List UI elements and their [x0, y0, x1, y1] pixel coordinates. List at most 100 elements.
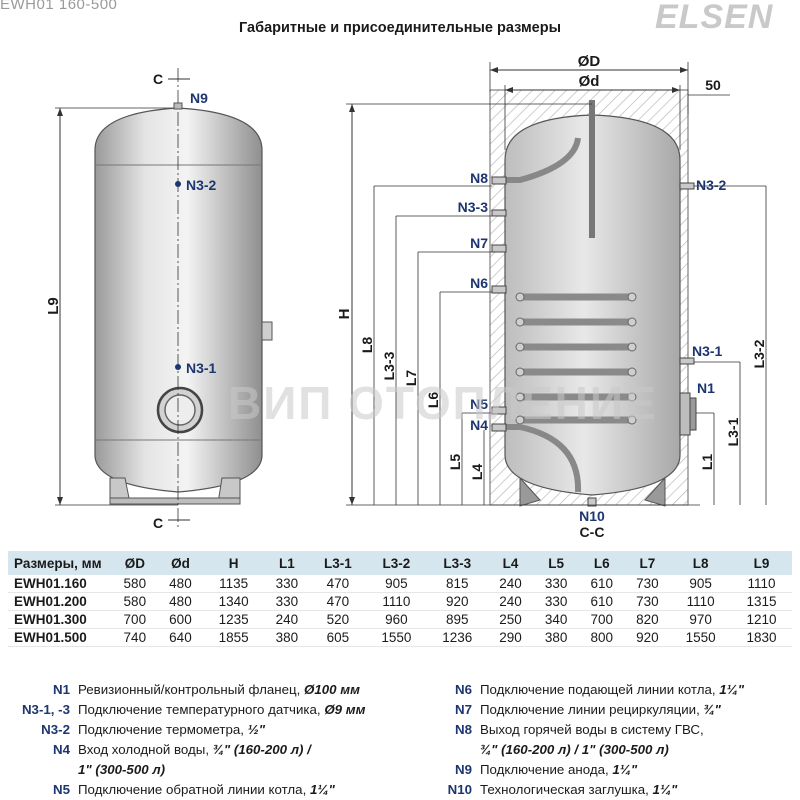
column-header: L5: [533, 551, 579, 575]
table-cell: 1550: [670, 628, 732, 647]
table-cell: 240: [264, 610, 310, 629]
table-cell: 640: [157, 628, 204, 647]
table-cell: 1315: [731, 592, 792, 611]
legend-text: Подключение подающей линии котла,: [480, 682, 720, 697]
legend-code: N8: [455, 722, 472, 737]
table-cell: 960: [365, 610, 427, 629]
legend-spec: 1¼": [652, 782, 678, 797]
table-cell: 1235: [203, 610, 265, 629]
table-cell: 470: [309, 592, 366, 611]
n3-1-label-right: N3-1: [692, 343, 723, 359]
table-cell: 610: [578, 575, 625, 593]
table-cell: 700: [112, 610, 158, 629]
n7-label: N7: [470, 235, 488, 251]
table-row: EWH01.200 580 480 1340 330 470 1110 920 …: [8, 592, 792, 611]
table-cell: 1855: [203, 628, 265, 647]
column-header: L3-2: [365, 551, 427, 575]
dimensions-table: Размеры, мм ØD Ød H L1 L3-1 L3-2 L3-3 L4…: [8, 551, 792, 647]
table-cell: 895: [426, 610, 488, 629]
section-cc-label: C-C: [580, 524, 605, 540]
table-cell: 1236: [426, 628, 488, 647]
column-header: L6: [578, 551, 625, 575]
dim-l1-label: L1: [699, 454, 715, 471]
legend-code: [434, 740, 480, 760]
table-cell: 250: [487, 610, 534, 629]
legend-code: [12, 760, 78, 780]
table-cell: 1110: [731, 575, 792, 593]
legend-text: Вход холодной воды,: [78, 742, 213, 757]
left-tank-view: L9 C C N9 N3-2 N3-1: [45, 68, 273, 531]
n6-label: N6: [470, 275, 488, 291]
right-section-view: ØD Ød 50 H L8 L3-3 L7 L6 L5 L4 L3-: [336, 53, 767, 540]
section-mark-top: C: [153, 71, 163, 87]
legend-item: N1 Ревизионный/контрольный фланец, Ø100 …: [12, 680, 442, 700]
legend-code: N7: [455, 702, 472, 717]
dim-l3-1-label: L3-1: [725, 417, 741, 446]
legend-spec: ¾" (160-200 л) /: [212, 742, 311, 757]
column-header: L8: [670, 551, 732, 575]
n1-label: N1: [697, 380, 715, 396]
table-cell: 1135: [203, 575, 265, 593]
dim-l3-2-label: L3-2: [751, 339, 767, 368]
table-cell: 580: [112, 575, 158, 593]
technical-drawing: L9 C C N9 N3-2 N3-1: [45, 53, 767, 540]
column-header: L3-1: [309, 551, 366, 575]
table-cell: 240: [487, 592, 534, 611]
legend-item: N10 Технологическая заглушка, 1¼": [434, 780, 800, 800]
legend-spec: 1¼": [719, 682, 745, 697]
legend-spec: 1¼": [309, 782, 335, 797]
legend-item: N5 Подключение обратной линии котла, 1¼": [12, 780, 442, 800]
legend-text: Подключение обратной линии котла,: [78, 782, 310, 797]
n3-3-label: N3-3: [458, 199, 489, 215]
legend-item: N7 Подключение линии рециркуляции, ¾": [434, 700, 800, 720]
legend-text: Технологическая заглушка,: [480, 782, 653, 797]
page-title: Габаритные и присоединительные размеры: [239, 20, 561, 36]
table-cell: 380: [264, 628, 310, 647]
table-header-row: Размеры, мм ØD Ød H L1 L3-1 L3-2 L3-3 L4…: [8, 551, 792, 575]
table-cell: 920: [624, 628, 671, 647]
table-cell: 330: [264, 592, 310, 611]
table-cell: 1110: [365, 592, 427, 611]
legend-spec: ½": [247, 722, 266, 737]
table-cell: 1830: [731, 628, 792, 647]
dim-od-inner: Ød: [579, 73, 600, 90]
dim-od-outer: ØD: [578, 53, 601, 70]
dim-l4-label: L4: [469, 464, 485, 481]
legend-code: N3-1, -3: [21, 702, 70, 717]
table-cell: 970: [670, 610, 732, 629]
table-cell: 800: [578, 628, 625, 647]
table-cell: 740: [112, 628, 158, 647]
table-cell: EWH01.300: [8, 610, 112, 629]
dim-l9-label: L9: [45, 297, 62, 315]
table-cell: 730: [624, 592, 671, 611]
legend-text: Ревизионный/контрольный фланец,: [78, 682, 305, 697]
legend-text: Выход горячей воды в систему ГВС,: [480, 722, 704, 737]
legend-text: Подключение температурного датчика,: [78, 702, 325, 717]
table-cell: 290: [487, 628, 534, 647]
table-cell: 815: [426, 575, 488, 593]
table-cell: EWH01.200: [8, 592, 112, 611]
n4-label: N4: [470, 417, 488, 433]
legend-spec: 1" (300-500 л): [78, 762, 166, 777]
table-row: EWH01.160 580 480 1135 330 470 905 815 2…: [8, 575, 792, 593]
legend-item-continuation: ¾" (160-200 л) / 1" (300-500 л): [434, 740, 800, 760]
table-cell: 820: [624, 610, 671, 629]
table-cell: 380: [533, 628, 579, 647]
legend-item: N8 Выход горячей воды в систему ГВС,: [434, 720, 800, 740]
table-cell: 905: [365, 575, 427, 593]
n3-2-label-left: N3-2: [186, 177, 217, 193]
heating-coil: [516, 293, 636, 424]
column-header: L7: [624, 551, 671, 575]
table-cell: 1210: [731, 610, 792, 629]
legend-code: N9: [455, 762, 472, 777]
table-row: EWH01.500 740 640 1855 380 605 1550 1236…: [8, 628, 792, 647]
legend-item: N4 Вход холодной воды, ¾" (160-200 л) /: [12, 740, 442, 760]
column-header: L9: [731, 551, 792, 575]
table-cell: 730: [624, 575, 671, 593]
dim-l3-3-label: L3-3: [381, 351, 397, 380]
column-header: L3-3: [426, 551, 488, 575]
table-cell: EWH01.500: [8, 628, 112, 647]
legend-item-continuation: 1" (300-500 л): [12, 760, 442, 780]
n9-label: N9: [190, 90, 208, 106]
table-cell: 600: [157, 610, 204, 629]
